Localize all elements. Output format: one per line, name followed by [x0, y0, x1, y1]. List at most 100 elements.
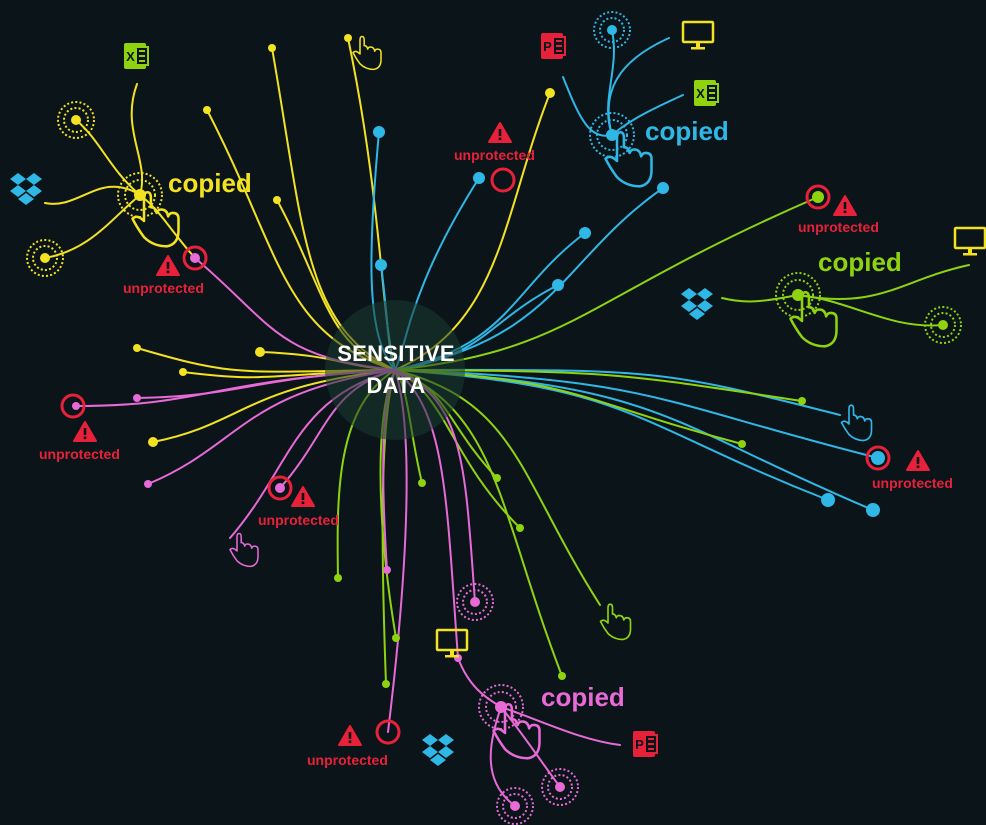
cyan-endpoint-dot [866, 503, 880, 517]
warning-icon [488, 122, 512, 143]
hand-pointer-icon [229, 532, 259, 568]
yellow-flow-line [44, 185, 141, 205]
warning-icon [906, 450, 930, 471]
powerpoint-icon: P [633, 731, 658, 757]
hand-pointer-icon [492, 702, 541, 760]
warning-icon [833, 195, 857, 216]
alert-ring-icon [60, 393, 86, 419]
yellow-endpoint-dot [273, 196, 281, 204]
hand-pointer-icon [840, 404, 873, 442]
yellow-flow-line [75, 119, 141, 196]
dropbox-icon [681, 288, 713, 320]
unprotected-label: unprotected [798, 219, 879, 235]
monitor-icon [435, 628, 469, 658]
pink-endpoint-dot [133, 394, 141, 402]
pink-endpoint-dot [144, 480, 152, 488]
lime-flow-line [721, 294, 799, 303]
yellow-endpoint-dot [179, 368, 187, 376]
lime-endpoint-dot [493, 474, 501, 482]
warning-icon [73, 421, 97, 442]
alert-ring-icon [865, 445, 891, 471]
yellow-endpoint-dot [203, 106, 211, 114]
unprotected-label: unprotected [872, 475, 953, 491]
copied-label-lime: copied [818, 247, 902, 277]
cyan-endpoint-dot [373, 126, 385, 138]
lime-endpoint-dot [558, 672, 566, 680]
yellow-flow-line [44, 194, 141, 259]
cyan-endpoint-dot [657, 182, 669, 194]
yellow-endpoint-dot [268, 44, 276, 52]
alert-ring-icon [805, 184, 831, 210]
warning-icon [291, 486, 315, 507]
cyan-endpoint-dot [579, 227, 591, 239]
pink-touch-target-icon [456, 583, 494, 621]
lime-endpoint-dot [382, 680, 390, 688]
lime-endpoint-dot [812, 191, 824, 203]
unprotected-label: unprotected [307, 752, 388, 768]
cyan-flow-line [607, 29, 615, 136]
pink-endpoint-dot [72, 402, 80, 410]
lime-touch-target-icon [924, 306, 962, 344]
monitor-icon [681, 20, 715, 50]
alert-ring-icon [375, 719, 401, 745]
pink-endpoint-dot [190, 253, 200, 263]
center-glow [325, 300, 465, 440]
hand-pointer-icon [789, 290, 838, 348]
yellow-endpoint-dot [545, 88, 555, 98]
cyan-flow-line [394, 369, 879, 459]
center-node-title: SENSITIVE DATA [296, 338, 496, 402]
copied-label-pink: copied [541, 682, 625, 712]
yellow-endpoint-dot [344, 34, 352, 42]
pink-flow-line [500, 706, 621, 746]
lime-endpoint-dot [738, 440, 746, 448]
icons-layer: X X P P [10, 20, 986, 766]
pink-flow-line [500, 706, 561, 788]
yellow-flow-line [139, 194, 196, 259]
hand-pointer-icon [599, 603, 632, 641]
dropbox-icon [10, 173, 42, 205]
cyan-endpoint-dot [375, 259, 387, 271]
unprotected-label: unprotected [258, 512, 339, 528]
pink-touch-target-icon [496, 787, 534, 825]
monitor-icon [953, 226, 986, 256]
excel-icon: X [694, 80, 719, 106]
unprotected-label: unprotected [39, 446, 120, 462]
pink-touch-target-icon [541, 768, 579, 806]
alert-ring-icon [267, 475, 293, 501]
copied-label-cyan: copied [645, 116, 729, 146]
alert-ring-icon [490, 167, 516, 193]
lime-endpoint-dot [418, 479, 426, 487]
svg-text:P: P [635, 737, 644, 752]
cyan-touch-target-icon [593, 11, 631, 49]
dropbox-icon [422, 734, 454, 766]
yellow-endpoint-dot [255, 347, 265, 357]
unprotected-label: unprotected [454, 147, 535, 163]
warning-icon [156, 255, 180, 276]
yellow-endpoint-dot [133, 344, 141, 352]
lime-endpoint-dot [392, 634, 400, 642]
powerpoint-icon: P [541, 33, 566, 59]
pink-endpoint-dot [383, 566, 391, 574]
pink-endpoint-dot [275, 483, 285, 493]
cyan-endpoint-dot [473, 172, 485, 184]
cyan-flow-line [611, 94, 684, 136]
lime-flow-line [797, 264, 970, 301]
yellow-touch-target-icon [57, 101, 95, 139]
warning-icon [338, 725, 362, 746]
lime-endpoint-dot [334, 574, 342, 582]
cyan-flow-line [562, 76, 613, 137]
yellow-flow-line [130, 83, 144, 196]
svg-text:P: P [543, 39, 552, 54]
center-line-2: DATA [366, 373, 426, 398]
svg-text:X: X [126, 49, 135, 64]
unprotected-label: unprotected [123, 280, 204, 296]
lime-flow-line [394, 369, 803, 402]
alert-ring-icon [182, 245, 208, 271]
copied-label-yellow: copied [168, 168, 252, 198]
yellow-endpoint-dot [148, 437, 158, 447]
hand-pointer-icon [131, 190, 180, 248]
svg-text:X: X [696, 86, 705, 101]
excel-icon: X [124, 43, 149, 69]
